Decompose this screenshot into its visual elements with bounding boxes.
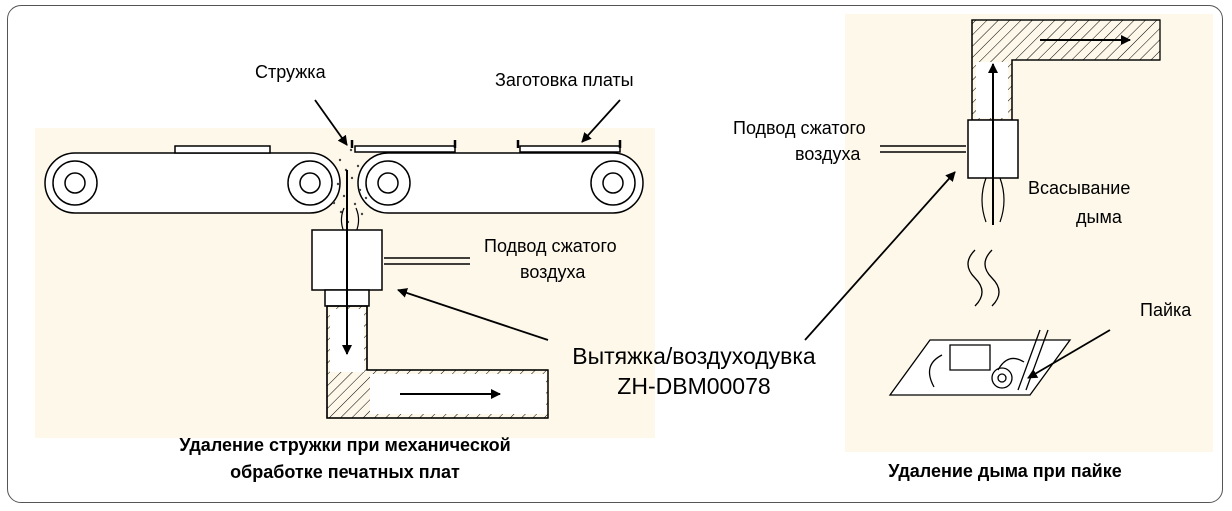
left-caption-line2: обработке печатных плат: [230, 462, 460, 482]
air-supply-left-line2: воздуха: [520, 262, 586, 282]
solder-board: [888, 329, 1072, 396]
smoke-suction-line1: Всасывание: [1028, 178, 1131, 198]
board-blank-label: Заготовка платы: [495, 70, 634, 90]
chips-label: Стружка: [255, 62, 326, 82]
device-name-line2: ZH-DBM00078: [617, 373, 771, 399]
air-supply-right-line1: Подвод сжатого: [733, 118, 866, 138]
air-supply-right-line2: воздуха: [795, 144, 861, 164]
suction-flow: [981, 177, 1005, 223]
right-caption: Удаление дыма при пайке: [888, 461, 1122, 481]
air-supply-left-line1: Подвод сжатого: [484, 236, 617, 256]
left-conveyor: [44, 145, 341, 214]
soldering-label: Пайка: [1140, 300, 1192, 320]
right-conveyor: [350, 140, 644, 214]
smoke-suction-line2: дыма: [1076, 207, 1122, 227]
device-name-line1: Вытяжка/воздуходувка: [572, 343, 816, 369]
left-caption-line1: Удаление стружки при механической: [179, 435, 511, 455]
diagram-frame: [7, 5, 1223, 503]
smoke-icon: [967, 249, 1000, 307]
